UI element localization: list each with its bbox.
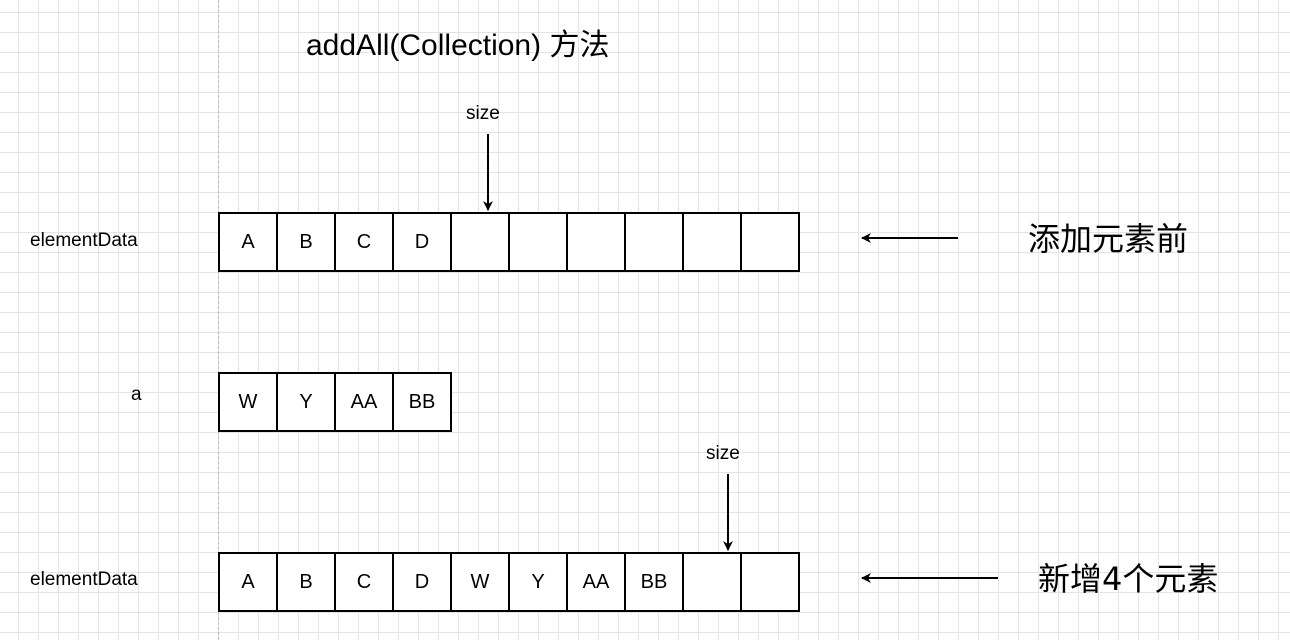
after-note: 新增4个元素 — [1038, 560, 1219, 598]
after-size-label: size — [706, 443, 740, 464]
source-cell: Y — [276, 372, 336, 432]
before-cell — [740, 212, 800, 272]
before-array-label: elementData — [30, 230, 138, 251]
before-cell: C — [334, 212, 394, 272]
after-cell: B — [276, 552, 336, 612]
source-cell: AA — [334, 372, 394, 432]
source-cell: BB — [392, 372, 452, 432]
after-cell — [682, 552, 742, 612]
before-cell — [624, 212, 684, 272]
before-cell — [682, 212, 742, 272]
before-size-label: size — [466, 103, 500, 124]
after-cell: Y — [508, 552, 568, 612]
before-cell — [450, 212, 510, 272]
before-cell: B — [276, 212, 336, 272]
source-array-label: a — [131, 384, 142, 405]
source-cell: W — [218, 372, 278, 432]
dashed-guide-line — [218, 0, 219, 640]
before-note: 添加元素前 — [1028, 220, 1189, 258]
diagram-title: addAll(Collection) 方法 — [306, 29, 610, 62]
after-cell — [740, 552, 800, 612]
before-cell: D — [392, 212, 452, 272]
after-array-label: elementData — [30, 569, 138, 590]
after-cell: W — [450, 552, 510, 612]
before-cell — [508, 212, 568, 272]
